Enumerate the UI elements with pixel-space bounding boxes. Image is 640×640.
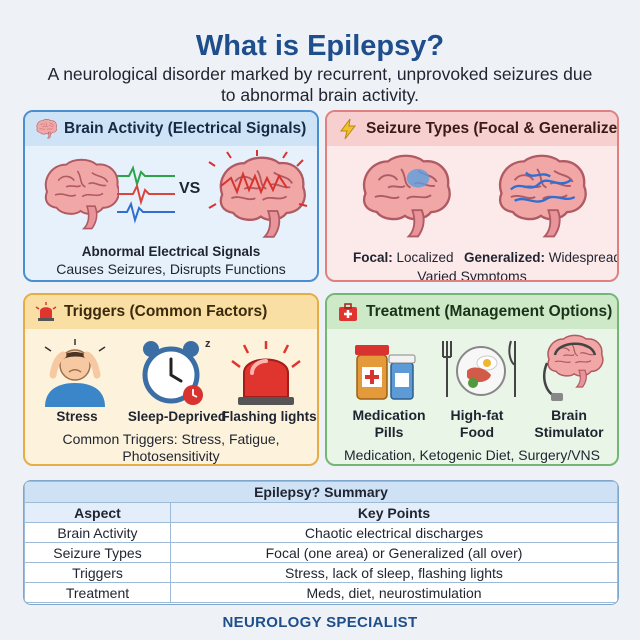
flashing-light-icon xyxy=(231,341,301,405)
table-row: Seizure Types Focal (one area) or Genera… xyxy=(24,542,618,563)
summary-table: Epilepsy? Summary Aspect Key Points Brai… xyxy=(23,480,619,605)
normal-brain-icon xyxy=(44,158,119,230)
seizure-types-caption: Varied Symptoms xyxy=(417,268,527,282)
treatment-food-label: High-fat Food xyxy=(450,407,504,440)
brain-activity-title: Brain Activity (Electrical Signals) xyxy=(64,120,307,137)
treatment-title: Treatment (Management Options) xyxy=(366,303,613,320)
normal-signal-waves-icon xyxy=(117,165,175,224)
treatment-header: Treatment (Management Options) xyxy=(327,295,617,329)
alarm-clock-icon: z xyxy=(142,338,211,405)
table-row: Brain Activity Chaotic electrical discha… xyxy=(24,522,618,543)
brain-icon xyxy=(36,119,57,139)
focal-seizure-brain-icon xyxy=(362,154,451,238)
generalized-desc: Widespread xyxy=(548,250,619,265)
brain-activity-caption: Causes Seizures, Disrupts Functions xyxy=(56,261,286,277)
summary-header-key-points: Key Points xyxy=(170,502,618,523)
generalized-seizure-brain-icon xyxy=(498,154,587,238)
footer-label: NEUROLOGY SPECIALIST xyxy=(222,614,418,631)
triggers-title: Triggers (Common Factors) xyxy=(64,303,268,320)
generalized-caption: Generalized: Widespread xyxy=(464,250,619,265)
treatment-stimulator-label: Brain Stimulator xyxy=(534,407,604,440)
trigger-lights-label: Flashing lights xyxy=(221,409,317,424)
page-subtitle: A neurological disorder marked by recurr… xyxy=(47,64,593,105)
brain-stimulator-icon xyxy=(543,334,604,401)
summary-header-aspect: Aspect xyxy=(24,502,171,523)
abnormal-brain-icon xyxy=(208,150,308,238)
table-row: Treatment Meds, diet, neurostimulation xyxy=(24,582,618,603)
table-cell-aspect: Seizure Types xyxy=(24,542,171,563)
abnormal-signals-caption: Abnormal Electrical Signals xyxy=(81,244,261,259)
treatment-card: Treatment (Management Options) xyxy=(325,293,619,466)
stressed-person-icon xyxy=(44,339,106,407)
seizure-types-title: Seizure Types (Focal & Generalized) xyxy=(366,120,619,137)
lightning-icon xyxy=(340,118,357,140)
generalized-label: Generalized: xyxy=(464,250,546,265)
seizure-types-header: Seizure Types (Focal & Generalized) xyxy=(327,112,617,146)
table-cell-key-point: Stress, lack of sleep, flashing lights xyxy=(170,562,618,583)
focal-caption: Focal: Localized xyxy=(353,250,454,265)
trigger-stress-label: Stress xyxy=(56,409,98,424)
treatment-medication-label: Medication Pills xyxy=(352,407,426,440)
high-fat-food-icon xyxy=(442,340,516,397)
focal-desc: Localized xyxy=(396,250,454,265)
table-cell-aspect: Brain Activity xyxy=(24,522,171,543)
table-cell-aspect: Triggers xyxy=(24,562,171,583)
table-cell-key-point: Focal (one area) or Generalized (all ove… xyxy=(170,542,618,563)
summary-table-caption: Epilepsy? Summary xyxy=(24,481,618,503)
brain-activity-card: Brain Activity (Electrical Signals) VS A… xyxy=(23,110,319,282)
brain-activity-header: Brain Activity (Electrical Signals) xyxy=(25,112,317,146)
triggers-header: Triggers (Common Factors) xyxy=(25,295,317,329)
triggers-card: Triggers (Common Factors) z Stress Sle xyxy=(23,293,319,466)
svg-text:z: z xyxy=(205,338,211,350)
seizure-types-card: Seizure Types (Focal & Generalized) Foca… xyxy=(325,110,619,282)
table-cell-aspect: Treatment xyxy=(24,582,171,603)
vs-label: VS xyxy=(179,180,201,197)
siren-icon xyxy=(35,302,57,321)
table-cell-key-point: Meds, diet, neurostimulation xyxy=(170,582,618,603)
focal-label: Focal: xyxy=(353,250,393,265)
table-cell-key-point: Chaotic electrical discharges xyxy=(170,522,618,543)
treatment-caption: Medication, Ketogenic Diet, Surgery/VNS xyxy=(343,447,600,463)
page-title: What is Epilepsy? xyxy=(195,30,445,62)
triggers-caption-line1: Common Triggers: Stress, Fatigue, xyxy=(62,431,280,447)
triggers-caption-line2: Photosensitivity xyxy=(122,448,220,464)
first-aid-kit-icon xyxy=(339,303,357,321)
medication-bottles-icon xyxy=(355,345,416,400)
trigger-sleep-label: Sleep-Deprived xyxy=(127,409,227,424)
table-row: Triggers Stress, lack of sleep, flashing… xyxy=(24,562,618,583)
